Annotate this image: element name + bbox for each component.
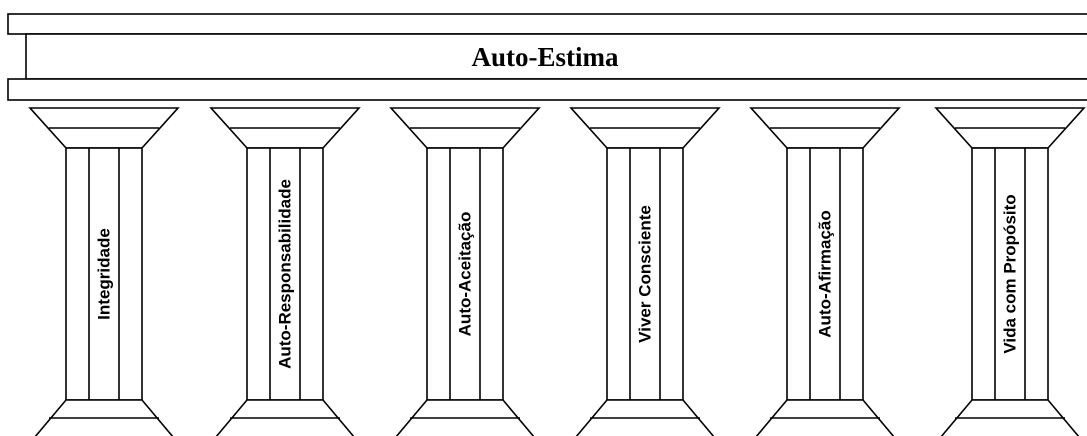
pillar-shaft (971, 147, 1049, 401)
pillar-label: Auto-Aceitação (456, 212, 475, 337)
pillar-label: Vida com Propósito (1001, 194, 1020, 353)
pillar: Auto-Responsabilidade (209, 107, 361, 436)
pillar-shaft (246, 147, 324, 401)
pillar-shaft (786, 147, 864, 401)
roof-top-slab (7, 13, 1087, 35)
pillar-shaft (606, 147, 684, 401)
pillar: Vida com Propósito (934, 107, 1086, 436)
roof-bottom-slab (7, 78, 1087, 101)
pillar-label: Viver Consciente (636, 205, 655, 343)
pillar-shaft (426, 147, 504, 401)
pillar: Viver Consciente (569, 107, 721, 436)
pillar: Integridade (28, 107, 180, 436)
roof-title: Auto-Estima (472, 42, 619, 72)
pillar-label: Auto-Afirmação (816, 210, 835, 338)
pillar-label: Integridade (95, 228, 114, 320)
pillar-label: Auto-Responsabilidade (276, 179, 295, 369)
pillar-shaft (65, 147, 143, 401)
roof-main-beam (25, 33, 1087, 80)
pillar: Auto-Aceitação (389, 107, 541, 436)
pillar: Auto-Afirmação (749, 107, 901, 436)
pillars-group: Integridade Auto-Responsabilidade Auto-Ace… (28, 107, 1086, 436)
roof: Auto-Estima (7, 13, 1087, 101)
